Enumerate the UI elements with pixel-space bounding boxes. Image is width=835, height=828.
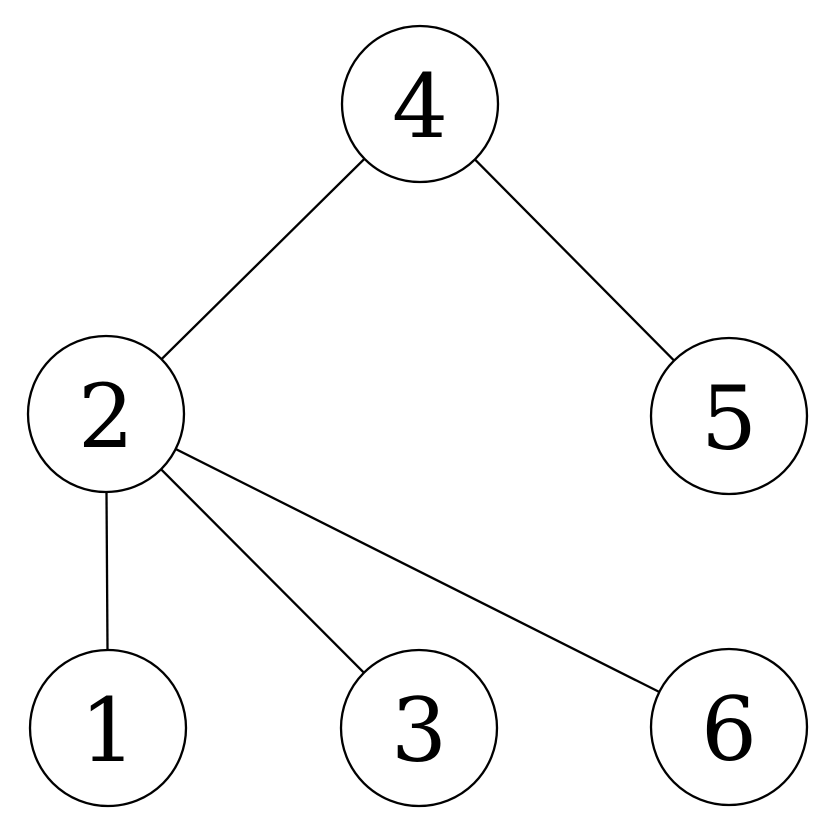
node-circle-4 [340, 24, 500, 184]
graph-node-4: 4 [340, 24, 500, 184]
node-circle-6 [649, 647, 809, 807]
graph-node-2: 2 [26, 334, 186, 494]
node-circle-1 [28, 648, 188, 808]
node-label-4: 4 [392, 55, 448, 158]
graph-node-6: 6 [649, 647, 809, 807]
node-label-3: 3 [391, 679, 447, 782]
node-circle-3 [339, 648, 499, 808]
graph-node-5: 5 [649, 336, 809, 496]
node-label-6: 6 [701, 678, 757, 781]
node-circle-5 [649, 336, 809, 496]
graph-node-3: 3 [339, 648, 499, 808]
graph-node-1: 1 [28, 648, 188, 808]
node-label-5: 5 [701, 367, 757, 470]
node-circle-2 [26, 334, 186, 494]
node-label-1: 1 [80, 679, 136, 782]
node-label-2: 2 [78, 365, 134, 468]
graph-edge-2-6 [105, 412, 730, 729]
